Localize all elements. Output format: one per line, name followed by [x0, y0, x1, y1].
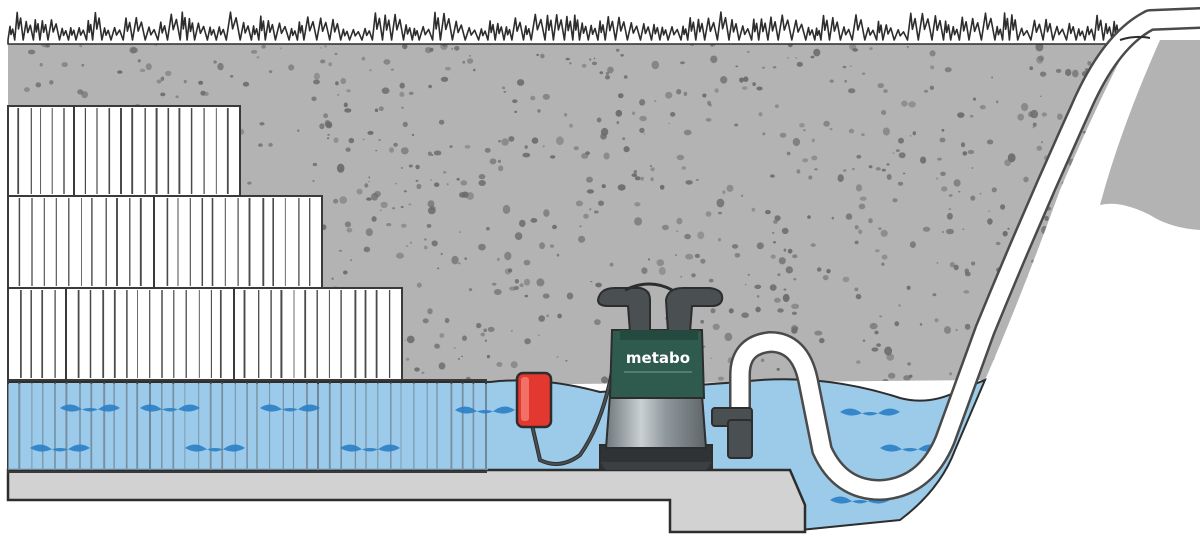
pump-icon: metabo	[596, 282, 753, 471]
pump-brand-label: metabo	[626, 349, 690, 367]
hose-icon	[729, 7, 1200, 501]
floor-slab	[6, 468, 807, 534]
float-switch-icon	[515, 354, 617, 466]
box-stack-icon	[7, 105, 488, 473]
grass-icon	[7, 11, 1129, 45]
